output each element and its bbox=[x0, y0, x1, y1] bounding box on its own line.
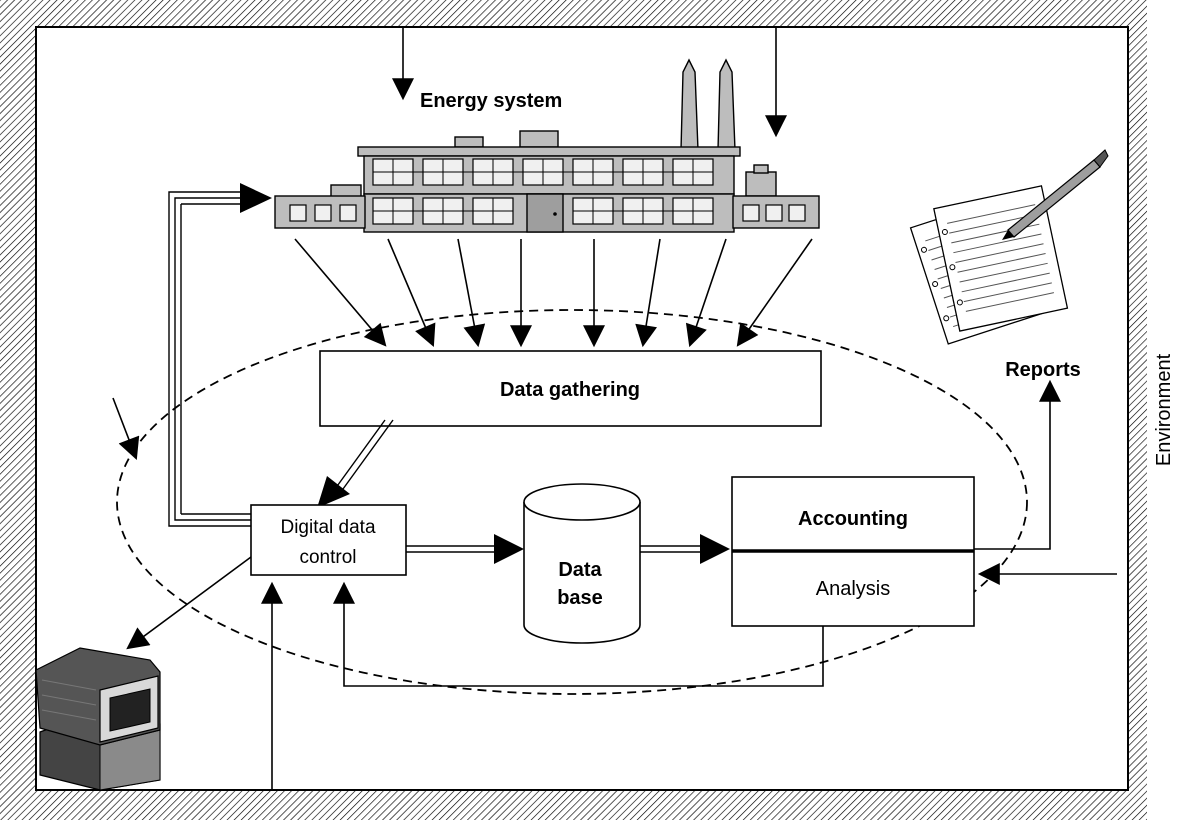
accounting-label: Accounting bbox=[798, 508, 908, 530]
digital-data-control-label-line2: control bbox=[299, 547, 356, 568]
database-cylinder bbox=[523, 483, 641, 644]
gathering-to-control-arrow bbox=[317, 419, 394, 508]
control-to-database-arrow bbox=[406, 534, 524, 564]
digital-data-control-label-line1: Digital data bbox=[280, 517, 375, 538]
analysis-label: Analysis bbox=[816, 578, 890, 600]
database-label-line2: base bbox=[557, 587, 603, 609]
energy-system-label: Energy system bbox=[420, 90, 562, 112]
computer-terminal-icon bbox=[35, 647, 161, 791]
digital-data-control-box bbox=[250, 504, 407, 576]
reports-document-icon bbox=[909, 149, 1109, 345]
environment-label: Environment bbox=[1153, 353, 1175, 466]
data-gathering-box bbox=[319, 350, 822, 427]
control-to-computer-arrow bbox=[126, 556, 252, 650]
accounting-to-reports-arrow bbox=[974, 379, 1061, 550]
measurement-arrows bbox=[294, 238, 813, 348]
factory-icon bbox=[274, 58, 820, 233]
data-gathering-label: Data gathering bbox=[500, 379, 640, 401]
system-boundary-ellipse bbox=[116, 309, 1028, 695]
database-to-accounting-arrow bbox=[640, 534, 730, 564]
database-label-line1: Data bbox=[558, 559, 602, 581]
env-input-arrow-left bbox=[112, 397, 140, 461]
analysis-feedback-line bbox=[333, 581, 824, 687]
reports-label: Reports bbox=[1005, 359, 1081, 381]
pen-icon bbox=[1002, 149, 1109, 240]
control-to-energy-system-line bbox=[168, 183, 272, 527]
